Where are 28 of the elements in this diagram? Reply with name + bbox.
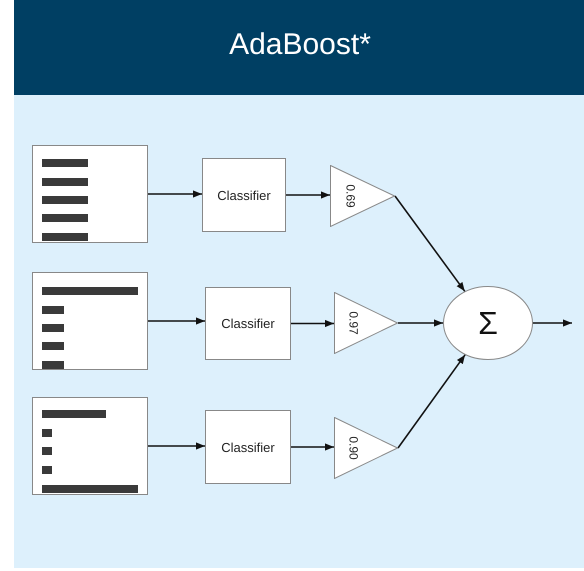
data-box: [32, 272, 148, 370]
weight-value: 0.69: [344, 184, 358, 208]
weight-value: 0.97: [347, 311, 361, 335]
process-box: [205, 287, 291, 360]
arrow: [148, 442, 205, 450]
gain-triangle: [334, 417, 398, 479]
gain-triangle: [334, 292, 398, 354]
arrow: [291, 443, 334, 451]
arrow: [286, 191, 330, 199]
box-label: Classifier: [221, 316, 275, 331]
box-label: Classifier: [217, 188, 271, 202]
sum-circle: [443, 286, 533, 360]
weight-value: 0.90: [347, 436, 361, 460]
arrow: [397, 354, 466, 448]
arrow: [394, 196, 466, 292]
arrow: [291, 320, 334, 328]
arrow: [398, 319, 443, 327]
arrow: [148, 317, 205, 325]
arrow: [148, 190, 202, 198]
title: AdaBoost*: [228, 28, 372, 62]
arrow: [533, 319, 572, 327]
process-box: [205, 410, 291, 484]
data-box: [32, 145, 148, 243]
sum-symbol: Σ: [478, 304, 498, 342]
process-box: [202, 158, 286, 232]
gain-triangle: [330, 165, 395, 227]
data-box: [32, 397, 148, 495]
box-label: Classifier: [221, 440, 275, 454]
